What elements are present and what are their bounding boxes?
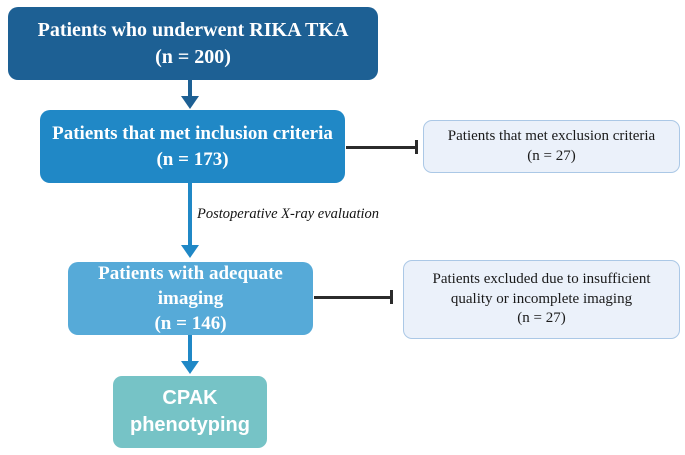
flow-box-imaging-line2: imaging [157, 287, 224, 309]
connector-excluded-imaging-tee [390, 290, 393, 304]
arrow-down-1 [188, 80, 192, 97]
arrow-down-3-head [181, 361, 199, 374]
connector-exclusion-tee [415, 140, 418, 154]
arrow-down-2 [188, 183, 192, 246]
arrow-down-3 [188, 335, 192, 362]
connector-excluded-imaging-line [314, 296, 392, 299]
flow-box-rika-tka-line1: Patients who underwent RIKA TKA [37, 19, 349, 42]
flow-box-inclusion-count: (n = 173) [156, 148, 229, 170]
flow-box-excluded-imaging-line2: quality or incomplete imaging [450, 290, 633, 307]
flow-box-exclusion-criteria: Patients that met exclusion criteria (n … [423, 120, 680, 173]
flow-box-excluded-imaging: Patients excluded due to insufficient qu… [403, 260, 680, 339]
edge-label-xray-evaluation: Postoperative X-ray evaluation [197, 206, 380, 222]
flow-box-imaging-count: (n = 146) [154, 313, 227, 335]
flow-box-exclusion-line1: Patients that met exclusion criteria [447, 127, 656, 144]
flow-box-cpak-phenotyping: CPAK phenotyping [113, 376, 267, 448]
flow-box-excluded-imaging-count: (n = 27) [517, 310, 566, 327]
arrow-down-1-head [181, 96, 199, 109]
flow-box-excluded-imaging-line1: Patients excluded due to insufficient [432, 270, 651, 287]
flow-box-cpak-line2: phenotyping [130, 414, 250, 436]
flow-box-imaging-line1: Patients with adequate [98, 262, 283, 284]
arrow-down-2-head [181, 245, 199, 258]
flow-box-rika-tka: Patients who underwent RIKA TKA (n = 200… [8, 7, 378, 80]
flow-box-adequate-imaging: Patients with adequate imaging (n = 146) [68, 262, 313, 335]
flow-box-exclusion-count: (n = 27) [527, 147, 576, 164]
connector-exclusion-line [346, 146, 417, 149]
flow-box-inclusion-criteria: Patients that met inclusion criteria (n … [40, 110, 345, 183]
flow-box-inclusion-line1: Patients that met inclusion criteria [52, 123, 333, 145]
flow-box-cpak-line1: CPAK [162, 387, 218, 409]
flow-box-rika-tka-count: (n = 200) [155, 45, 231, 68]
